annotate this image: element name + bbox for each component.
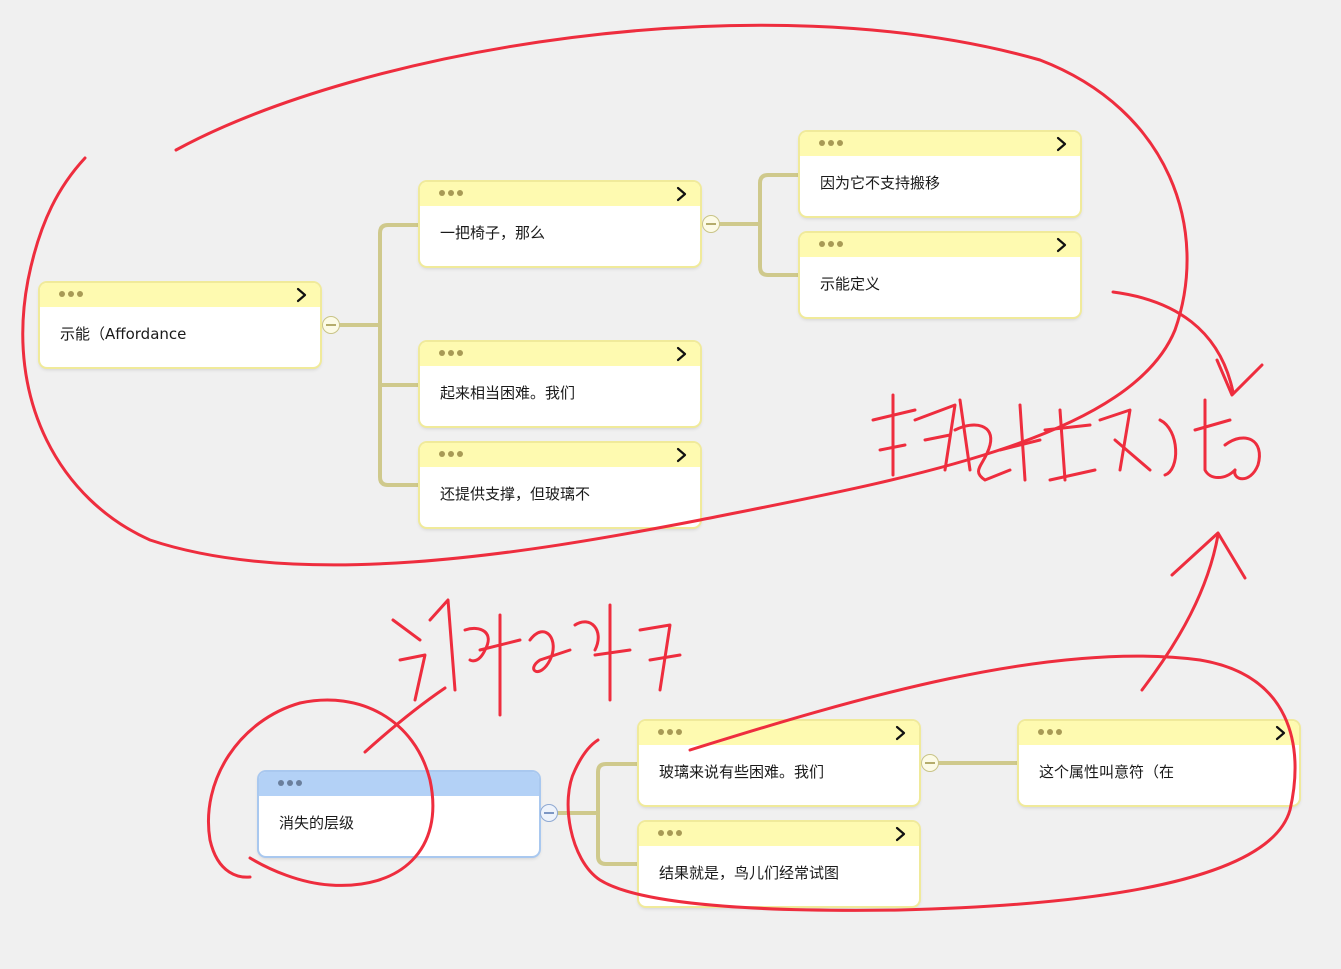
collapse-toggle-glass[interactable] [921, 754, 939, 772]
collapse-toggle-chair[interactable] [702, 215, 720, 233]
more-dots-icon[interactable] [278, 778, 304, 788]
card-text: 示能定义 [820, 275, 881, 293]
card-header[interactable] [259, 772, 539, 796]
card-lost-level[interactable]: 消失的层级 [259, 772, 539, 856]
more-dots-icon[interactable] [59, 289, 85, 299]
card-birds[interactable]: 结果就是，鸟儿们经常试图 [639, 822, 919, 906]
more-dots-icon[interactable] [1038, 727, 1064, 737]
card-text: 一把椅子，那么 [440, 224, 546, 242]
card-text: 示能（Affordance [60, 325, 187, 343]
chevron-right-icon[interactable] [674, 343, 690, 365]
card-text: 还提供支撑，但玻璃不 [440, 485, 591, 503]
more-dots-icon[interactable] [439, 348, 465, 358]
card-chair[interactable]: 一把椅子，那么 [420, 182, 700, 266]
more-dots-icon[interactable] [439, 449, 465, 459]
card-header[interactable] [40, 283, 320, 307]
card-header[interactable] [420, 182, 700, 206]
card-affordance[interactable]: 示能（Affordance [40, 283, 320, 367]
card-text: 消失的层级 [279, 814, 355, 832]
chevron-right-icon[interactable] [893, 823, 909, 845]
chevron-right-icon[interactable] [294, 284, 310, 306]
card-header[interactable] [1019, 721, 1299, 745]
card-glass[interactable]: 玻璃来说有些困难。我们 [639, 721, 919, 805]
more-dots-icon[interactable] [439, 188, 465, 198]
card-header[interactable] [800, 132, 1080, 156]
chevron-right-icon[interactable] [1273, 722, 1289, 744]
card-text: 玻璃来说有些困难。我们 [659, 763, 825, 781]
collapse-toggle-affordance[interactable] [322, 316, 340, 334]
card-header[interactable] [800, 233, 1080, 257]
card-header[interactable] [420, 342, 700, 366]
collapse-toggle-lost-level[interactable] [540, 804, 558, 822]
card-header[interactable] [639, 822, 919, 846]
more-dots-icon[interactable] [819, 138, 845, 148]
card-no-move[interactable]: 因为它不支持搬移 [800, 132, 1080, 216]
more-dots-icon[interactable] [819, 239, 845, 249]
card-header[interactable] [639, 721, 919, 745]
card-affordance-definition[interactable]: 示能定义 [800, 233, 1080, 317]
chevron-right-icon[interactable] [1054, 133, 1070, 155]
card-header[interactable] [420, 443, 700, 467]
more-dots-icon[interactable] [658, 828, 684, 838]
chevron-right-icon[interactable] [1054, 234, 1070, 256]
chevron-right-icon[interactable] [674, 183, 690, 205]
chevron-right-icon[interactable] [674, 444, 690, 466]
card-text: 起来相当困难。我们 [440, 384, 576, 402]
card-support[interactable]: 还提供支撑，但玻璃不 [420, 443, 700, 527]
card-signifier[interactable]: 这个属性叫意符（在 [1019, 721, 1299, 805]
chevron-right-icon[interactable] [893, 722, 909, 744]
card-text: 结果就是，鸟儿们经常试图 [659, 864, 840, 882]
card-quite-difficult[interactable]: 起来相当困难。我们 [420, 342, 700, 426]
card-text: 这个属性叫意符（在 [1039, 763, 1175, 781]
more-dots-icon[interactable] [658, 727, 684, 737]
card-text: 因为它不支持搬移 [820, 174, 941, 192]
